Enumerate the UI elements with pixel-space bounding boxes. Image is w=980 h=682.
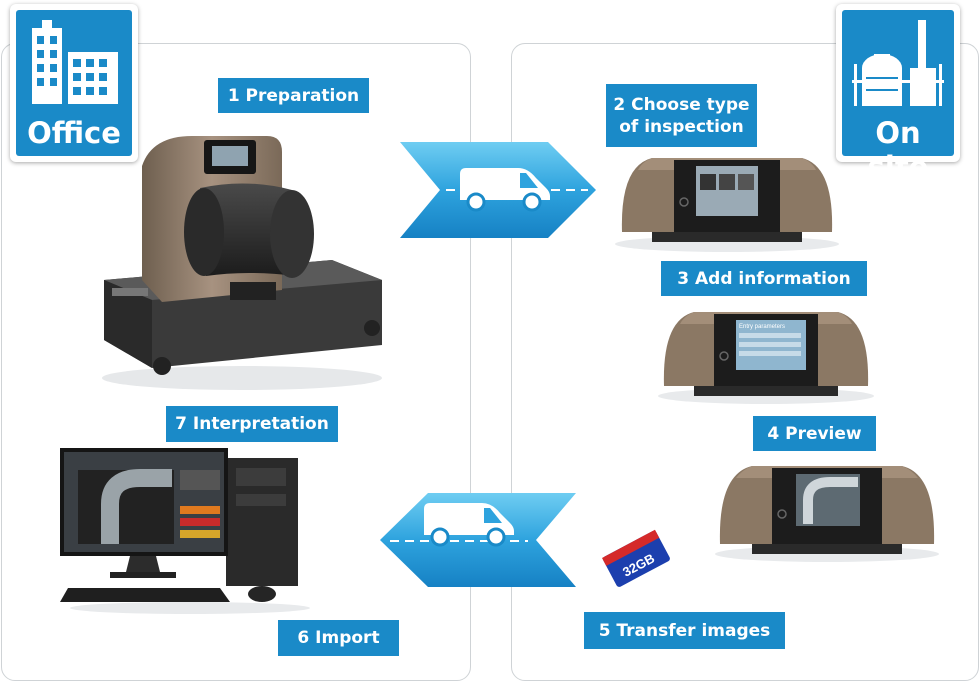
device-step-3-image: Entry parameters [658,312,874,404]
van-icon [460,168,550,212]
step-5-label: 5 Transfer images [584,612,785,649]
step-3-label: 3 Add information [661,261,867,296]
step-6-label: 6 Import [278,620,399,656]
device-screen-title: Entry parameters [739,324,785,330]
transport-arrow-to-office [380,493,576,587]
site-badge: On site [836,4,960,184]
step-1-label: 1 Preparation [218,78,369,113]
office-badge-inner: Office [16,10,132,156]
site-badge-inner: On site [842,10,954,184]
step-4-label: 4 Preview [753,416,876,451]
step-2-label-line1: 2 Choose type [613,94,750,115]
van-icon [424,503,514,547]
step-2-label: 2 Choose type of inspection [606,84,757,147]
device-step-2-image [615,158,839,252]
step-2-label-line2: of inspection [619,116,744,137]
step-7-label: 7 Interpretation [166,406,338,442]
industrial-plant-icon [852,20,944,106]
office-label: Office [27,116,121,150]
site-label: On site [867,116,929,184]
office-badge: Office [10,4,138,162]
office-building-icon [32,20,118,104]
sd-card-image: 32GB [602,529,670,587]
device-step-4-image [715,466,939,562]
scanner-in-case-image [102,136,382,390]
workstation-image [60,448,310,614]
transport-arrow-to-site [400,142,596,238]
